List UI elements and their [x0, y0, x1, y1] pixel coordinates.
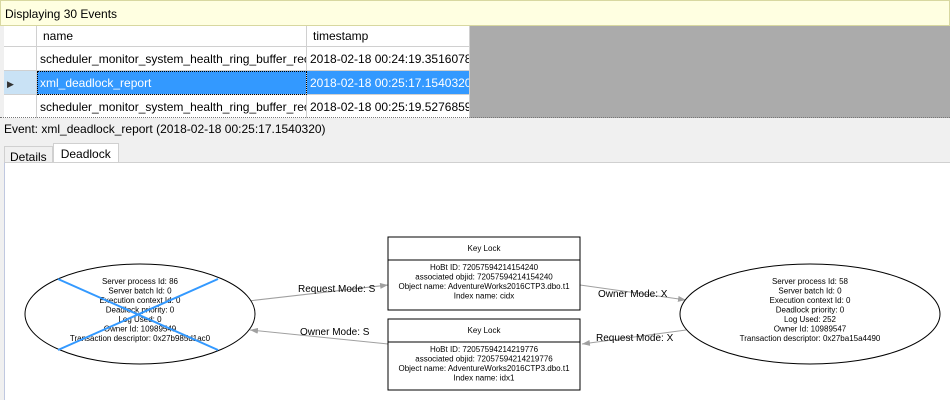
node-detail-line: Server process Id: 86: [102, 277, 179, 286]
resource-title: Key Lock: [468, 244, 502, 253]
table-row[interactable]: scheduler_monitor_system_health_ring_buf…: [4, 95, 470, 118]
node-detail-line: Object name: AdventureWorks2016CTP3.dbo.…: [398, 364, 570, 373]
node-detail-line: Server process Id: 58: [772, 277, 849, 286]
node-detail-line: HoBt ID: 72057594214219776: [430, 345, 539, 354]
node-detail-line: Index name: cidx: [454, 292, 514, 301]
event-timestamp: 2018-02-18 00:25:17.1540320: [307, 71, 470, 95]
victim-cross-icon: [57, 278, 219, 351]
event-name: scheduler_monitor_system_health_ring_buf…: [37, 95, 307, 118]
tab-details[interactable]: Details: [4, 146, 53, 164]
edge-owner-x: [579, 284, 687, 302]
event-label: Event: xml_deadlock_report (2018-02-18 0…: [4, 122, 326, 136]
status-bar: Displaying 30 Events: [0, 0, 950, 26]
event-name: xml_deadlock_report: [37, 71, 307, 95]
events-grid[interactable]: name timestamp scheduler_monitor_system_…: [4, 26, 950, 118]
edge-label: Request Mode: S: [298, 284, 376, 295]
node-detail-line: Owner Id: 10989549: [104, 325, 177, 334]
row-selector[interactable]: [4, 95, 37, 118]
event-name: scheduler_monitor_system_health_ring_buf…: [37, 47, 307, 71]
node-detail-line: Deadlock priority: 0: [776, 306, 845, 315]
edge-request-s: [247, 282, 389, 302]
node-detail-line: Execution context Id: 0: [770, 296, 851, 305]
grid-header: name timestamp: [4, 26, 470, 50]
node-detail-line: Object name: AdventureWorks2016CTP3.dbo.…: [398, 282, 570, 291]
node-detail-line: Transaction descriptor: 0x27b985d1ac0: [70, 334, 211, 343]
node-detail-line: Transaction descriptor: 0x27ba15a4490: [740, 334, 881, 343]
resource-title: Key Lock: [468, 326, 502, 335]
node-detail-line: Execution context Id: 0: [100, 296, 181, 305]
table-row[interactable]: ▶ xml_deadlock_report 2018-02-18 00:25:1…: [4, 71, 470, 95]
table-row[interactable]: scheduler_monitor_system_health_ring_buf…: [4, 47, 470, 71]
tab-bar: Details Deadlock: [4, 143, 119, 164]
edge-label: Request Mode: X: [596, 333, 674, 344]
resource-node-key-lock[interactable]: Key Lock HoBt ID: 72057594214154240assoc…: [387, 236, 581, 311]
tab-deadlock[interactable]: Deadlock: [52, 143, 119, 163]
row-selector[interactable]: [4, 47, 37, 71]
node-detail-line: Server batch Id: 0: [108, 287, 172, 296]
node-detail-line: HoBt ID: 72057594214154240: [430, 263, 539, 272]
column-header-timestamp[interactable]: timestamp: [307, 26, 470, 47]
row-selector[interactable]: ▶: [4, 71, 37, 95]
node-detail-line: associated objid: 72057594214219776: [415, 355, 553, 364]
event-count: Displaying 30 Events: [5, 7, 118, 21]
edge-label: Owner Mode: X: [598, 289, 668, 300]
edge-label: Owner Mode: S: [300, 327, 370, 338]
node-detail-line: Log Used: 252: [784, 315, 837, 324]
event-timestamp: 2018-02-18 00:25:19.5276859: [307, 95, 470, 118]
event-timestamp: 2018-02-18 00:24:19.3516078: [307, 47, 470, 71]
resource-node-key-lock[interactable]: Key Lock HoBt ID: 72057594214219776assoc…: [387, 318, 581, 391]
node-detail-line: Server batch Id: 0: [778, 287, 842, 296]
current-row-arrow-icon: ▶: [7, 79, 14, 89]
node-detail-line: Log Used: 0: [118, 315, 162, 324]
column-header-name[interactable]: name: [37, 26, 307, 47]
splitter[interactable]: [0, 117, 950, 120]
edge-request-x: [581, 329, 687, 346]
node-detail-line: Index name: idx1: [454, 374, 515, 383]
node-detail-line: Deadlock priority: 0: [106, 306, 175, 315]
node-detail-line: Owner Id: 10989547: [774, 325, 847, 334]
edge-owner-s: [249, 327, 389, 345]
row-header-corner: [4, 26, 37, 47]
node-detail-line: associated objid: 72057594214154240: [415, 273, 553, 282]
